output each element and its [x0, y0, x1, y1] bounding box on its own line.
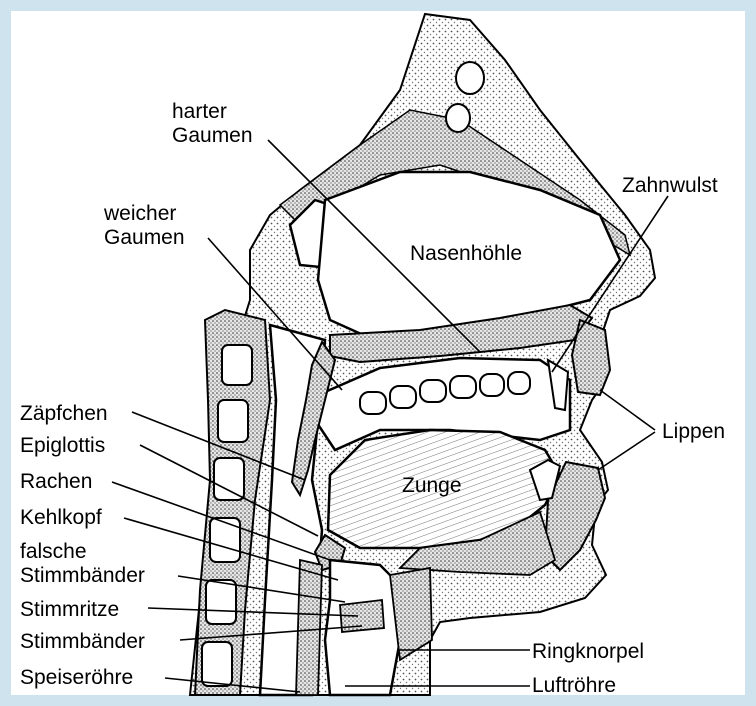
label-falsche-stimmbaender: falsche Stimmbänder [20, 540, 145, 588]
tongue [326, 428, 562, 550]
label-harter-gaumen: harter Gaumen [172, 100, 253, 148]
label-zunge: Zunge [402, 474, 462, 497]
label-ringknorpel: Ringknorpel [532, 640, 645, 663]
label-speiseroehre: Speiseröhre [20, 666, 134, 689]
label-harter-gaumen-line-2: Gaumen [172, 124, 253, 147]
cricoid-cartilage [389, 566, 433, 662]
leader-lines [111, 139, 669, 693]
label-stimmritze: Stimmritze [20, 598, 120, 621]
label-falsche-stimmbaender-line-2: Stimmbänder [20, 564, 145, 587]
lower-lip [543, 460, 607, 572]
nasal-bone-cell [455, 61, 485, 95]
label-harter-gaumen-line-1: harter [172, 100, 227, 123]
mandible [397, 510, 557, 576]
label-zaepfchen: Zäpfchen [20, 402, 108, 425]
label-weicher-gaumen: weicher Gaumen [104, 202, 185, 250]
nasal-cavity [316, 170, 622, 340]
label-kehlkopf: Kehlkopf [20, 506, 102, 529]
label-nasenhoehle: Nasenhöhle [410, 242, 523, 265]
nasal-bone-cell [445, 103, 471, 133]
label-lippen: Lippen [662, 420, 726, 443]
vertebrae [201, 344, 253, 687]
lower-teeth [528, 458, 562, 502]
upper-teeth [359, 358, 570, 415]
upper-lip [570, 318, 612, 397]
label-rachen: Rachen [20, 470, 93, 493]
oral-cavity [313, 356, 572, 452]
esophagus [295, 558, 323, 696]
label-zahnwulst: Zahnwulst [622, 174, 718, 197]
soft-palate [290, 339, 337, 498]
label-weicher-gaumen-line-2: Gaumen [104, 226, 185, 249]
label-epiglottis: Epiglottis [20, 434, 106, 457]
label-weicher-gaumen-line-1: weicher [104, 202, 177, 225]
label-luftroehre: Luftröhre [532, 674, 617, 697]
label-falsche-stimmbaender-line-1: falsche [20, 540, 87, 563]
vocal-folds [339, 598, 385, 633]
label-stimmbaender: Stimmbänder [20, 630, 145, 653]
